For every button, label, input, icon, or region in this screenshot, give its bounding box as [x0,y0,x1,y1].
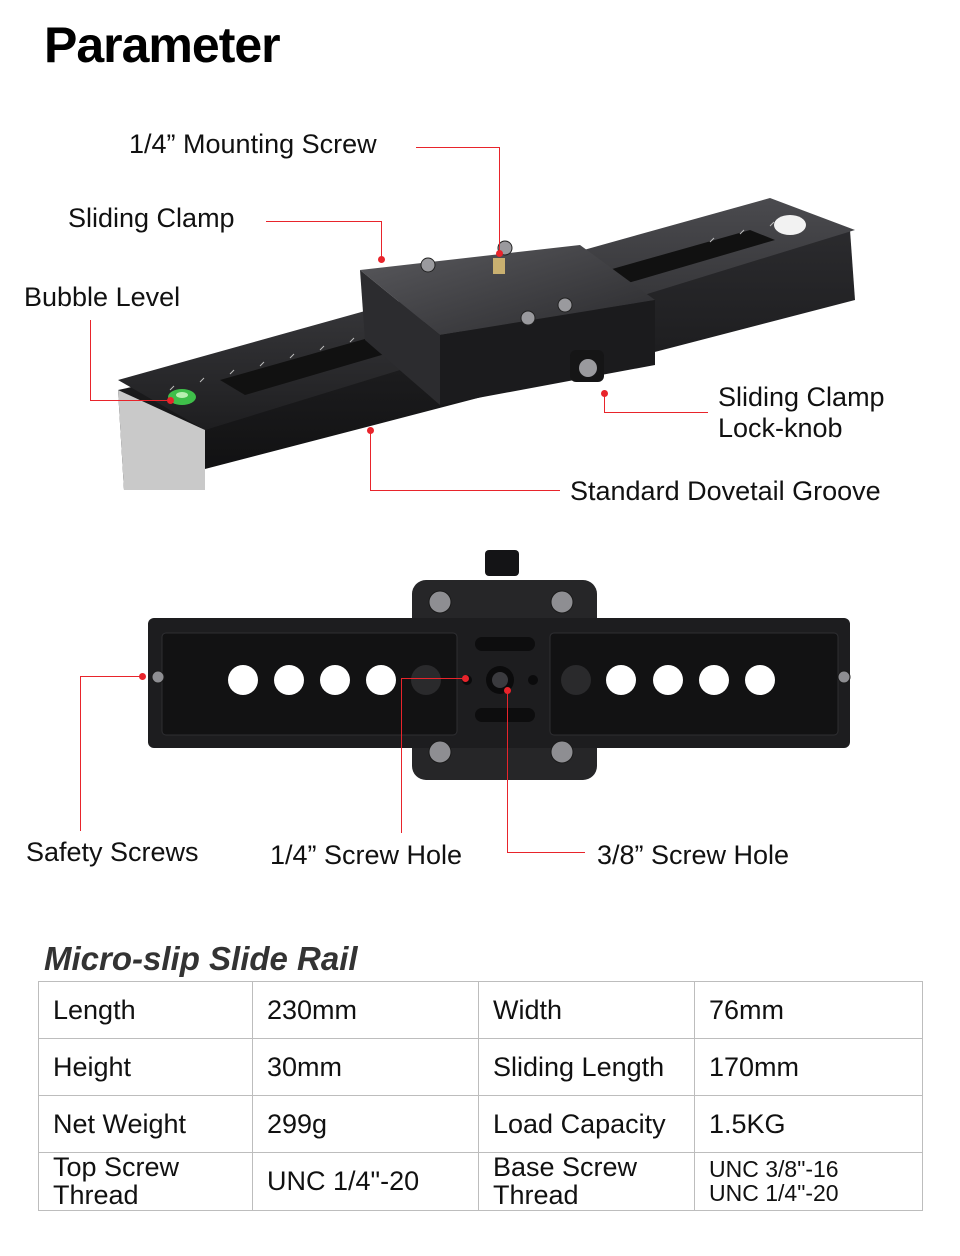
spec-value: 30mm [252,1038,479,1096]
spec-value-line1: UNC 3/8"-16 [709,1156,839,1183]
table-row: Top Screw Thread UNC 1/4"-20 Base Screw … [38,1152,923,1211]
callout-sliding-clamp: Sliding Clamp [68,203,235,233]
leader-bubble-level [90,320,91,401]
slide-rail-top-photo [118,198,855,490]
leader-mounting-screw [416,147,500,148]
spec-value: 230mm [252,981,479,1039]
spec-label: Top Screw Thread [38,1152,253,1211]
spec-value: 76mm [694,981,923,1039]
callout-bubble-level: Bubble Level [24,282,181,312]
callout-mounting-screw: 1/4” Mounting Screw [129,129,377,159]
callout-screw-hole-38: 3/8” Screw Hole [597,840,790,870]
callout-screw-hole-14: 1/4” Screw Hole [270,840,463,870]
spec-label: Net Weight [38,1095,253,1153]
callout-lock-knob-line1: Sliding Clamp [718,382,885,412]
callout-dovetail-groove: Standard Dovetail Groove [570,476,881,506]
spec-label-line1: Base Screw [493,1152,638,1182]
leader-sliding-clamp [266,221,382,222]
callout-lock-knob-line2: Lock-knob [718,413,843,444]
spec-label-line2: Thread [53,1180,139,1211]
spec-value: UNC 3/8"-16 UNC 1/4"-20 [694,1152,923,1211]
leader-screw-hole-38 [507,690,508,853]
callout-safety-screws: Safety Screws [26,837,199,867]
spec-label: Load Capacity [478,1095,695,1153]
leader-lock-knob [604,393,605,413]
spec-label: Width [478,981,695,1039]
spec-label: Height [38,1038,253,1096]
spec-value: UNC 1/4"-20 [252,1152,479,1211]
spec-value: 299g [252,1095,479,1153]
spec-heading: Micro-slip Slide Rail [44,940,358,977]
table-row: Length 230mm Width 76mm [38,981,923,1039]
spec-label: Sliding Length [478,1038,695,1096]
leader-dovetail [370,430,371,491]
leader-screw-hole-14 [401,678,465,679]
spec-value-line2: UNC 1/4"-20 [709,1180,839,1207]
spec-label: Length [38,981,253,1039]
page-title: Parameter [44,17,281,73]
spec-label: Base Screw Thread [478,1152,695,1211]
spec-label-line2: Thread [493,1180,579,1211]
table-row: Net Weight 299g Load Capacity 1.5KG [38,1095,923,1153]
callout-lock-knob: Sliding Clamp Lock-knob [718,382,885,444]
slide-rail-bottom-photo [148,550,851,780]
spec-value: 170mm [694,1038,923,1096]
leader-safety-screws [80,676,142,677]
spec-table: Length 230mm Width 76mm Height 30mm Slid… [38,981,923,1211]
spec-value: 1.5KG [694,1095,923,1153]
spec-label-line1: Top Screw [53,1152,180,1182]
table-row: Height 30mm Sliding Length 170mm [38,1038,923,1096]
